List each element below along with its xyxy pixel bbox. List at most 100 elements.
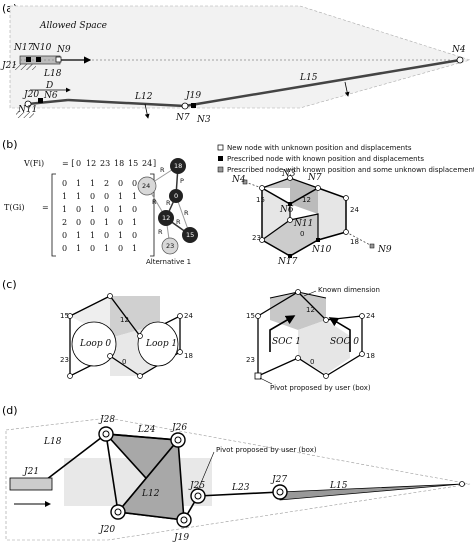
- node-n9: [55, 56, 62, 63]
- matrix-cell: 1: [132, 244, 137, 253]
- matrix-cell: 1: [76, 192, 81, 201]
- node-n10: [36, 57, 41, 62]
- svg-text:24: 24: [350, 206, 359, 214]
- svg-text:J28: J28: [98, 415, 115, 425]
- allowed-space-label: Allowed Space: [39, 21, 107, 31]
- svg-text:0: 0: [122, 358, 126, 366]
- svg-text:J26: J26: [170, 423, 187, 433]
- link-l23-d: [197, 491, 281, 497]
- l15-force: [344, 81, 350, 97]
- link-l24-d: [105, 433, 179, 441]
- svg-text:=: =: [42, 203, 49, 212]
- matrix-cell: 1: [62, 192, 67, 201]
- svg-text:L12: L12: [141, 489, 160, 499]
- matrix-cell: 0: [118, 244, 123, 253]
- matrix-cell: 0: [132, 231, 137, 240]
- svg-text:18: 18: [174, 162, 182, 170]
- svg-text:J19: J19: [172, 533, 189, 543]
- panel-c-label: (c): [2, 278, 17, 291]
- joint-n4-d: [459, 481, 465, 487]
- svg-text:15: 15: [256, 196, 265, 204]
- loop-0-label: Loop 0: [79, 339, 111, 349]
- allowed-space-region: [9, 5, 472, 109]
- svg-text:J21: J21: [22, 467, 39, 477]
- svg-text:L18: L18: [43, 437, 62, 447]
- label-l18: L18: [43, 69, 62, 79]
- matrix-cell: 1: [90, 231, 95, 240]
- matrix-cell: 1: [76, 231, 81, 240]
- legend-new-node: New node with unknown position and displ…: [227, 144, 412, 152]
- matrix-bracket-right: [150, 173, 155, 257]
- soc-0-label: SOC 0: [330, 337, 359, 347]
- svg-text:12: 12: [120, 316, 129, 324]
- matrix-cell: 0: [76, 205, 81, 214]
- svg-text:R: R: [158, 228, 163, 236]
- svg-text:23: 23: [60, 356, 69, 364]
- legend-new-node-icon: [217, 144, 224, 151]
- svg-text:18: 18: [366, 352, 375, 360]
- svg-text:12: 12: [162, 214, 170, 222]
- legend-partial-node: Prescribed node with known position and …: [227, 166, 474, 174]
- graph-node-24: [137, 176, 157, 196]
- svg-text:24: 24: [366, 312, 375, 320]
- svg-text:24: 24: [142, 182, 150, 190]
- matrix-cell: 0: [76, 218, 81, 227]
- node-n17: [26, 57, 31, 62]
- svg-text:N9: N9: [377, 245, 392, 255]
- svg-text:J27: J27: [270, 475, 287, 485]
- matrix-cell: 0: [104, 205, 109, 214]
- link-l12: [67, 98, 186, 108]
- legend-prescribed-node: Prescribed node with known position and …: [227, 155, 424, 163]
- node-n11: [24, 100, 32, 108]
- matrix-cell: 0: [90, 244, 95, 253]
- svg-text:0: 0: [174, 192, 178, 200]
- svg-text:15: 15: [186, 231, 194, 239]
- matrix-cell: 1: [104, 218, 109, 227]
- svg-text:24: 24: [184, 312, 193, 320]
- svg-text:= [: = [: [62, 159, 74, 168]
- svg-text:J25: J25: [188, 481, 205, 491]
- matrix-cell: 0: [132, 205, 137, 214]
- svg-text:15: 15: [128, 159, 138, 168]
- matrix-bracket-left: [51, 173, 56, 257]
- matrix-cell: 0: [118, 179, 123, 188]
- matrix-cell: 1: [118, 192, 123, 201]
- svg-text:N6: N6: [279, 205, 294, 215]
- matrix-cell: 1: [90, 205, 95, 214]
- matrix-cell: 1: [62, 205, 67, 214]
- node-n4: [456, 56, 464, 64]
- panel-d-label: (d): [2, 404, 18, 417]
- panel-b-label: (b): [2, 138, 18, 151]
- matrix-cell: 0: [118, 218, 123, 227]
- graph-node-18: [170, 158, 186, 174]
- svg-text:12: 12: [306, 306, 315, 314]
- svg-text:18: 18: [184, 352, 193, 360]
- matrix-cell: 0: [104, 192, 109, 201]
- matrix-cell: 1: [90, 179, 95, 188]
- label-n10: N10: [31, 43, 52, 53]
- matrix-cell: 1: [118, 231, 123, 240]
- svg-text:23: 23: [252, 234, 261, 242]
- label-n4: N4: [451, 45, 466, 55]
- matrix-cell: 0: [62, 231, 67, 240]
- label-n7: N7: [175, 113, 190, 123]
- matrix-cell: 1: [104, 244, 109, 253]
- label-l15: L15: [299, 73, 318, 83]
- label-n3: N3: [196, 115, 211, 125]
- svg-text:0: 0: [76, 159, 81, 168]
- svg-text:R: R: [152, 198, 157, 206]
- legend-partial-node-icon: [217, 166, 224, 173]
- svg-text:0: 0: [310, 358, 314, 366]
- panel-c: 15 12 24 23 0 18 Loop 0 Loop 1 15: [60, 286, 380, 392]
- legend-prescribed-node-icon: [218, 156, 223, 161]
- connectivity-graph: 18 0 24 12 15 23 P R R R R R R: [137, 158, 198, 255]
- slider-d: [9, 477, 53, 491]
- matrix-cell: 0: [104, 231, 109, 240]
- svg-text:15: 15: [60, 312, 69, 320]
- matrix-cell: 0: [62, 244, 67, 253]
- svg-text:N11: N11: [293, 219, 313, 229]
